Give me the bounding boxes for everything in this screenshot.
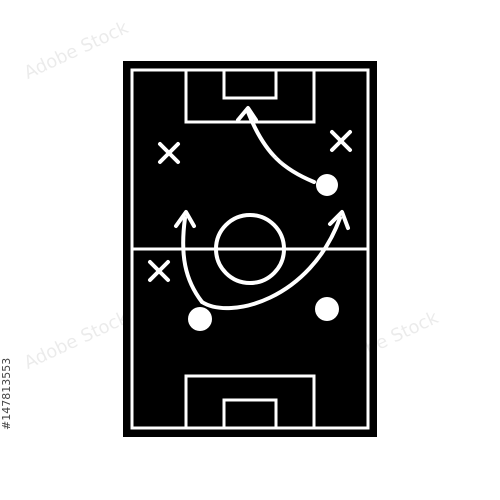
bottom-goal-box [222,398,278,430]
arrow-icon [174,106,350,311]
center-circle [214,213,286,285]
x-marker-icon [148,130,352,282]
top-goal-box [222,68,278,100]
stock-id-label: #147813553 [0,357,13,430]
o-marker-icon [188,174,339,331]
